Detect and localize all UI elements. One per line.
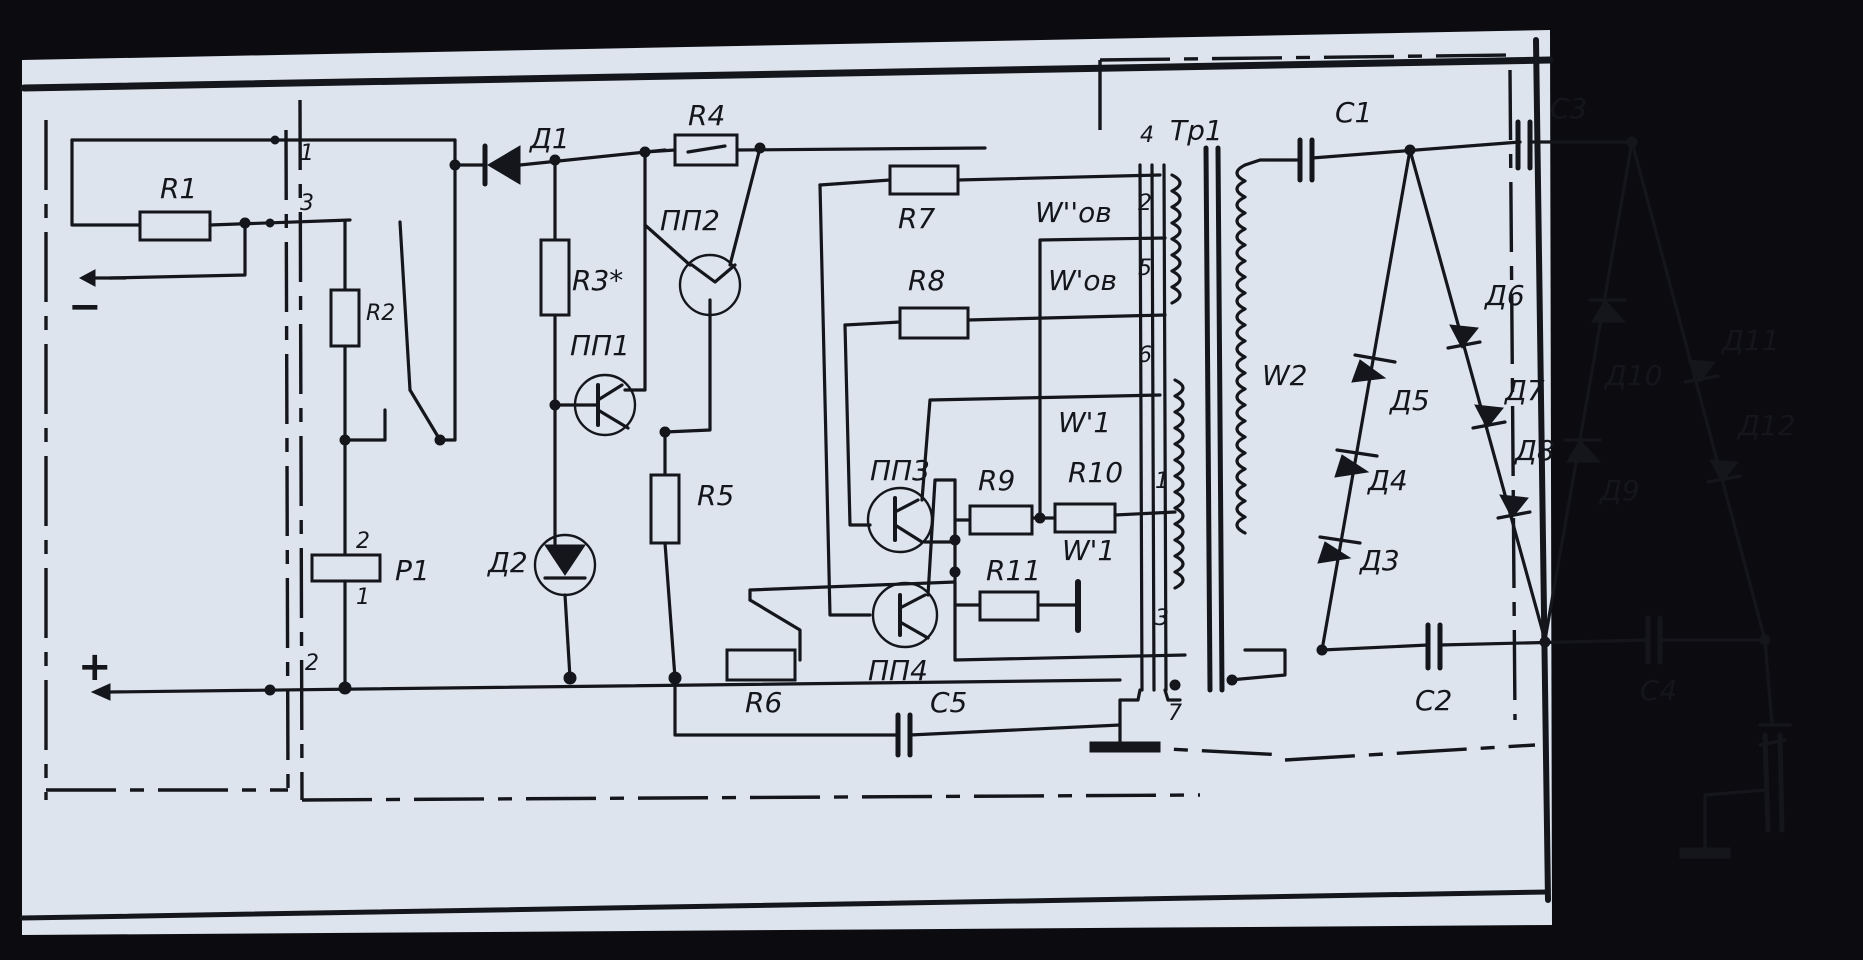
resistor-r10 (1053, 502, 1117, 534)
label-pp1: ПП1 (570, 329, 630, 362)
label-c5: C5 (930, 686, 967, 719)
resistor-r7 (888, 164, 960, 196)
tap-1-label: 1 (1155, 469, 1169, 494)
tap-3-label: 3 (1155, 606, 1169, 631)
tap-2-label: 2 (1138, 191, 1152, 216)
label-r10: R10 (1068, 456, 1123, 489)
diode-d6 (1446, 324, 1482, 350)
relay-pin-2: 2 (356, 529, 370, 554)
label-wob2: W''ов (1035, 196, 1112, 229)
label-d1: Д1 (528, 122, 570, 155)
potentiometer-r6 (725, 648, 797, 682)
regulator-section: Д1 R3* Д2 R4 ПП2 ПП1 (449, 99, 1122, 758)
tap-4-label: 4 (1140, 123, 1154, 148)
label-c3: C3 (1550, 92, 1587, 125)
label-r9: R9 (978, 464, 1015, 497)
label-d5: Д5 (1388, 384, 1430, 417)
diode-d12 (1706, 459, 1742, 484)
label-r7: R7 (898, 202, 935, 235)
multiplier-section: C1 C3 C2 C4 Д5 Д4 Д3 Д6 Д7 Д8 (1278, 92, 1796, 859)
transformer-tp1 (1089, 145, 1287, 753)
label-d3: Д3 (1358, 544, 1400, 577)
minus-terminal-label: − (68, 284, 102, 330)
tap-6-label: 6 (1138, 343, 1152, 368)
label-d7: Д7 (1503, 374, 1545, 407)
node-3-label: 3 (300, 191, 314, 216)
relay-pin-1: 1 (356, 585, 370, 610)
diode-d3 (1317, 535, 1362, 564)
label-pp2: ПП2 (660, 204, 720, 237)
label-d8: Д8 (1513, 434, 1555, 467)
diode-d8 (1496, 494, 1532, 520)
label-r2: R2 (366, 301, 395, 326)
node-1-label: 1 (300, 141, 314, 166)
diode-d9 (1563, 438, 1602, 463)
relay-p1 (310, 553, 382, 583)
diode-d10 (1588, 298, 1627, 323)
label-d2: Д2 (486, 546, 528, 579)
plus-terminal-label: + (78, 644, 112, 690)
label-c2: C2 (1415, 684, 1452, 717)
tap-7-label: 7 (1168, 701, 1182, 726)
diode-d4 (1334, 448, 1379, 478)
label-r4: R4 (688, 99, 725, 132)
resistor-r1 (138, 210, 212, 242)
resistor-r11 (978, 590, 1040, 622)
label-r8: R8 (908, 264, 945, 297)
label-d12: Д12 (1736, 409, 1796, 442)
label-r11: R11 (986, 554, 1041, 587)
label-w1b: W'1 (1062, 534, 1115, 567)
resistor-r8 (898, 306, 970, 340)
label-c4: C4 (1640, 674, 1677, 707)
label-wob1: W'ов (1048, 264, 1117, 297)
frame (19, 37, 1554, 921)
label-d9: Д9 (1598, 474, 1640, 507)
resistor-r3 (539, 238, 571, 317)
label-r6: R6 (745, 686, 782, 719)
node-2-label: 2 (305, 651, 319, 676)
converter-section: R7 R8 ПП3 ПП4 R9 R10 R11 (818, 114, 1308, 753)
label-r3: R3* (572, 264, 623, 297)
label-c1: C1 (1335, 96, 1372, 129)
output-electrode (1679, 638, 1792, 859)
resistor-r5 (649, 473, 681, 545)
label-p1: P1 (395, 554, 430, 587)
label-d4: Д4 (1366, 464, 1408, 497)
paper-sheet (22, 30, 1552, 935)
resistor-r2 (329, 288, 361, 348)
resistor-r9 (968, 504, 1034, 536)
label-w1a: W'1 (1058, 406, 1111, 439)
tap-5-label: 5 (1138, 256, 1152, 281)
label-d10: Д10 (1603, 359, 1663, 392)
diode-d11 (1683, 359, 1720, 384)
label-d6: Д6 (1483, 279, 1525, 312)
label-pp3: ПП3 (870, 454, 930, 487)
label-w2: W2 (1262, 359, 1308, 392)
label-tp1: Tp1 (1170, 114, 1223, 147)
label-r5: R5 (697, 479, 734, 512)
diode-d5 (1351, 353, 1397, 383)
label-pp4: ПП4 (868, 654, 928, 687)
label-d11: Д11 (1720, 324, 1780, 357)
diode-d7 (1471, 404, 1507, 430)
input-section: − R1 R2 2 1 P1 1 3 2 + (68, 135, 1122, 701)
transistor-pp4 (871, 581, 939, 649)
label-r1: R1 (160, 172, 197, 205)
